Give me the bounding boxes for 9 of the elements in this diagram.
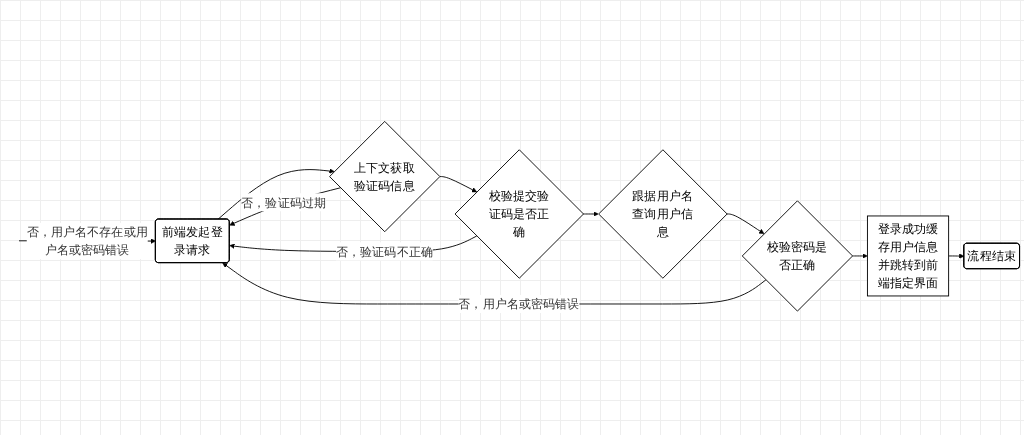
edge-label: 否，验证码不正确	[335, 244, 433, 259]
node-diamond: 校验密码是否正确	[741, 200, 854, 312]
edge-label: 否，用户名不存在或用户名或密码错误	[26, 224, 148, 258]
node-box: 登录成功缓存用户信息并跳转到前端指定界面	[866, 215, 950, 297]
edge-label: 否，用户名或密码错误	[458, 296, 580, 312]
node-diamond: 校验提交验证码是否正确	[454, 149, 584, 279]
node-diamond: 上下文获取验证码信息	[329, 121, 441, 233]
node-diamond: 跟据用户名查询用户信息	[598, 149, 728, 279]
edge-label: 否，验证码过期	[241, 195, 327, 210]
